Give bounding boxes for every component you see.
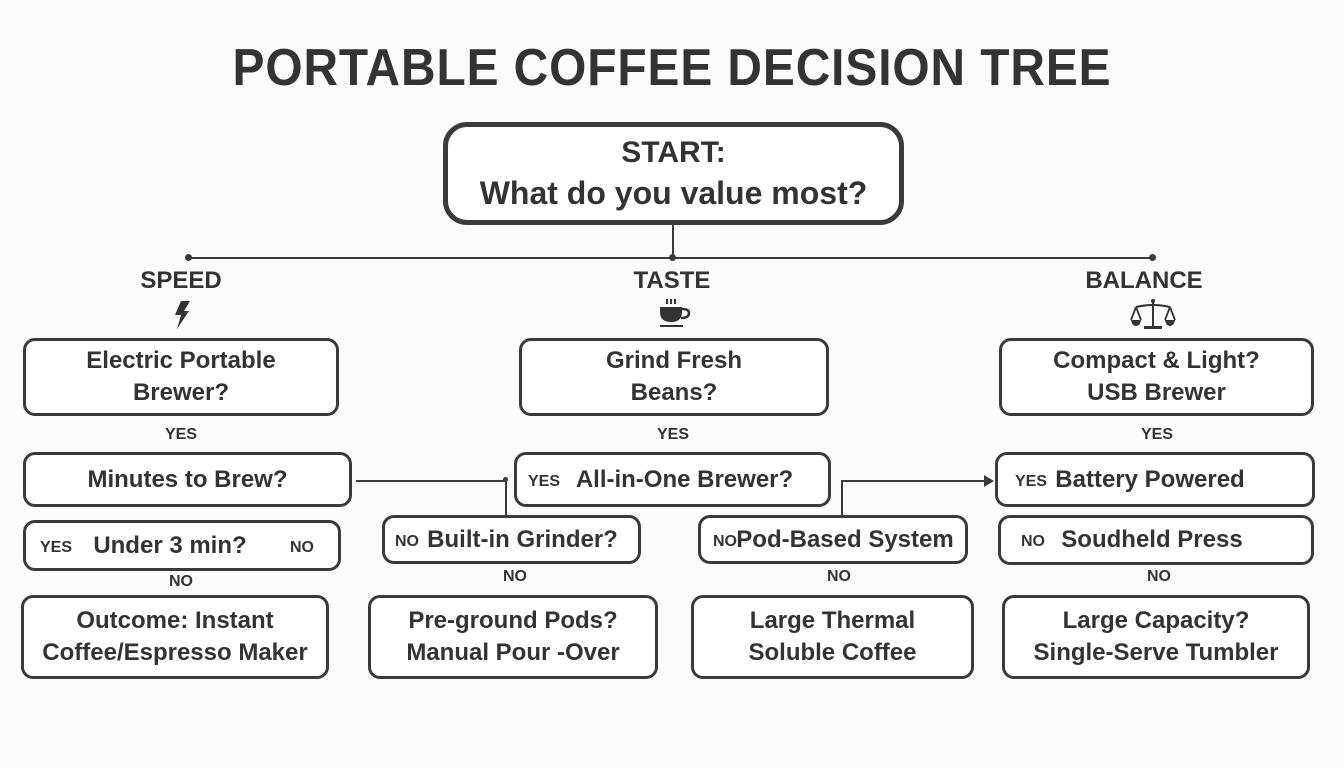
- no-tag: NO: [1021, 532, 1045, 550]
- yes-tag: YES: [528, 472, 561, 490]
- balance-scale-icon: [1130, 299, 1176, 329]
- node-line: Beans?: [630, 379, 718, 406]
- start-node: START: What do you value most?: [443, 122, 904, 225]
- node-line: Compact & Light?: [1053, 347, 1260, 374]
- node-line: Large Thermal: [749, 607, 916, 634]
- arrow-right-icon: [984, 475, 994, 487]
- no-tag: NO: [290, 538, 314, 556]
- coffee-cup-icon: [660, 299, 691, 327]
- taste-grind-fresh-node: Grind Fresh Beans?: [519, 338, 829, 416]
- connector-minutes-grinder: [356, 480, 506, 482]
- taste-right-no-label: NO: [827, 568, 851, 585]
- node-line: Grind Fresh: [605, 347, 743, 374]
- speed-no-label: NO: [169, 573, 193, 590]
- balance-battery-node: YES Battery Powered: [995, 452, 1315, 507]
- balance-yes-label: YES: [1140, 426, 1173, 443]
- speed-yes-label: YES: [164, 426, 197, 443]
- node-line: Pre-ground Pods?: [408, 607, 618, 634]
- branch-dot-speed: [185, 254, 192, 261]
- diagram-title: PORTABLE COFFEE DECISION TREE: [232, 39, 1112, 97]
- node-line: Coffee/Espresso Maker: [42, 639, 308, 666]
- balance-no-label: NO: [1147, 568, 1171, 585]
- node-line: USB Brewer: [1087, 379, 1226, 406]
- no-tag: NO: [395, 532, 419, 550]
- node-line: Single-Serve Tumbler: [1033, 639, 1279, 666]
- node-text: Built-in Grinder?: [427, 525, 618, 553]
- node-text: Battery Powered: [1055, 465, 1245, 493]
- speed-electric-brewer-node: Electric Portable Brewer?: [23, 338, 339, 416]
- branch-dot-taste: [669, 254, 676, 261]
- balance-compact-node: Compact & Light? USB Brewer: [999, 338, 1314, 416]
- taste-pod-based-node: NO Pod-Based System: [698, 515, 968, 564]
- node-line: Outcome: Instant: [76, 607, 274, 634]
- lightning-bolt-icon: [175, 301, 190, 329]
- node-line: Large Capacity?: [1062, 607, 1250, 634]
- balance-press-node: NO Soudheld Press: [998, 515, 1314, 565]
- node-text: Under 3 min?: [93, 531, 247, 559]
- yes-tag: YES: [1015, 472, 1048, 490]
- taste-right-outcome-node: Large Thermal Soluble Coffee: [691, 595, 974, 679]
- start-label: START:: [621, 135, 726, 169]
- node-text: Pod-Based System: [736, 525, 954, 553]
- start-connector: [672, 225, 674, 258]
- speed-under-3-node: YES Under 3 min? NO: [23, 520, 341, 571]
- taste-yes-label: YES: [656, 426, 689, 443]
- category-speed: SPEED: [140, 267, 222, 294]
- category-taste: TASTE: [633, 267, 711, 294]
- start-question: What do you value most?: [479, 174, 868, 211]
- connector-dot: [503, 477, 508, 482]
- connector-minutes-grinder-drop: [505, 481, 507, 516]
- connector-pod-up: [841, 481, 843, 515]
- node-text: All-in-One Brewer?: [575, 465, 794, 493]
- node-text: Minutes to Brew?: [87, 465, 288, 493]
- balance-outcome-node: Large Capacity? Single-Serve Tumbler: [1002, 595, 1310, 679]
- taste-built-in-grinder-node: NO Built-in Grinder?: [382, 515, 641, 564]
- taste-left-no-label: NO: [503, 568, 527, 585]
- category-balance: BALANCE: [1085, 267, 1203, 294]
- node-text: Soudheld Press: [1061, 526, 1243, 553]
- node-line: Manual Pour -Over: [406, 639, 620, 666]
- speed-outcome-node: Outcome: Instant Coffee/Espresso Maker: [21, 595, 329, 679]
- node-line: Brewer?: [132, 379, 230, 406]
- yes-tag: YES: [40, 538, 73, 556]
- taste-all-in-one-node: YES All-in-One Brewer?: [514, 452, 831, 507]
- taste-left-outcome-node: Pre-ground Pods? Manual Pour -Over: [368, 595, 658, 679]
- node-line: Soluble Coffee: [748, 639, 917, 666]
- speed-minutes-node: Minutes to Brew?: [23, 452, 352, 507]
- connector-to-battery: [841, 480, 989, 482]
- no-tag: NO: [713, 532, 737, 550]
- branch-dot-balance: [1149, 254, 1156, 261]
- node-line: Electric Portable: [86, 347, 276, 374]
